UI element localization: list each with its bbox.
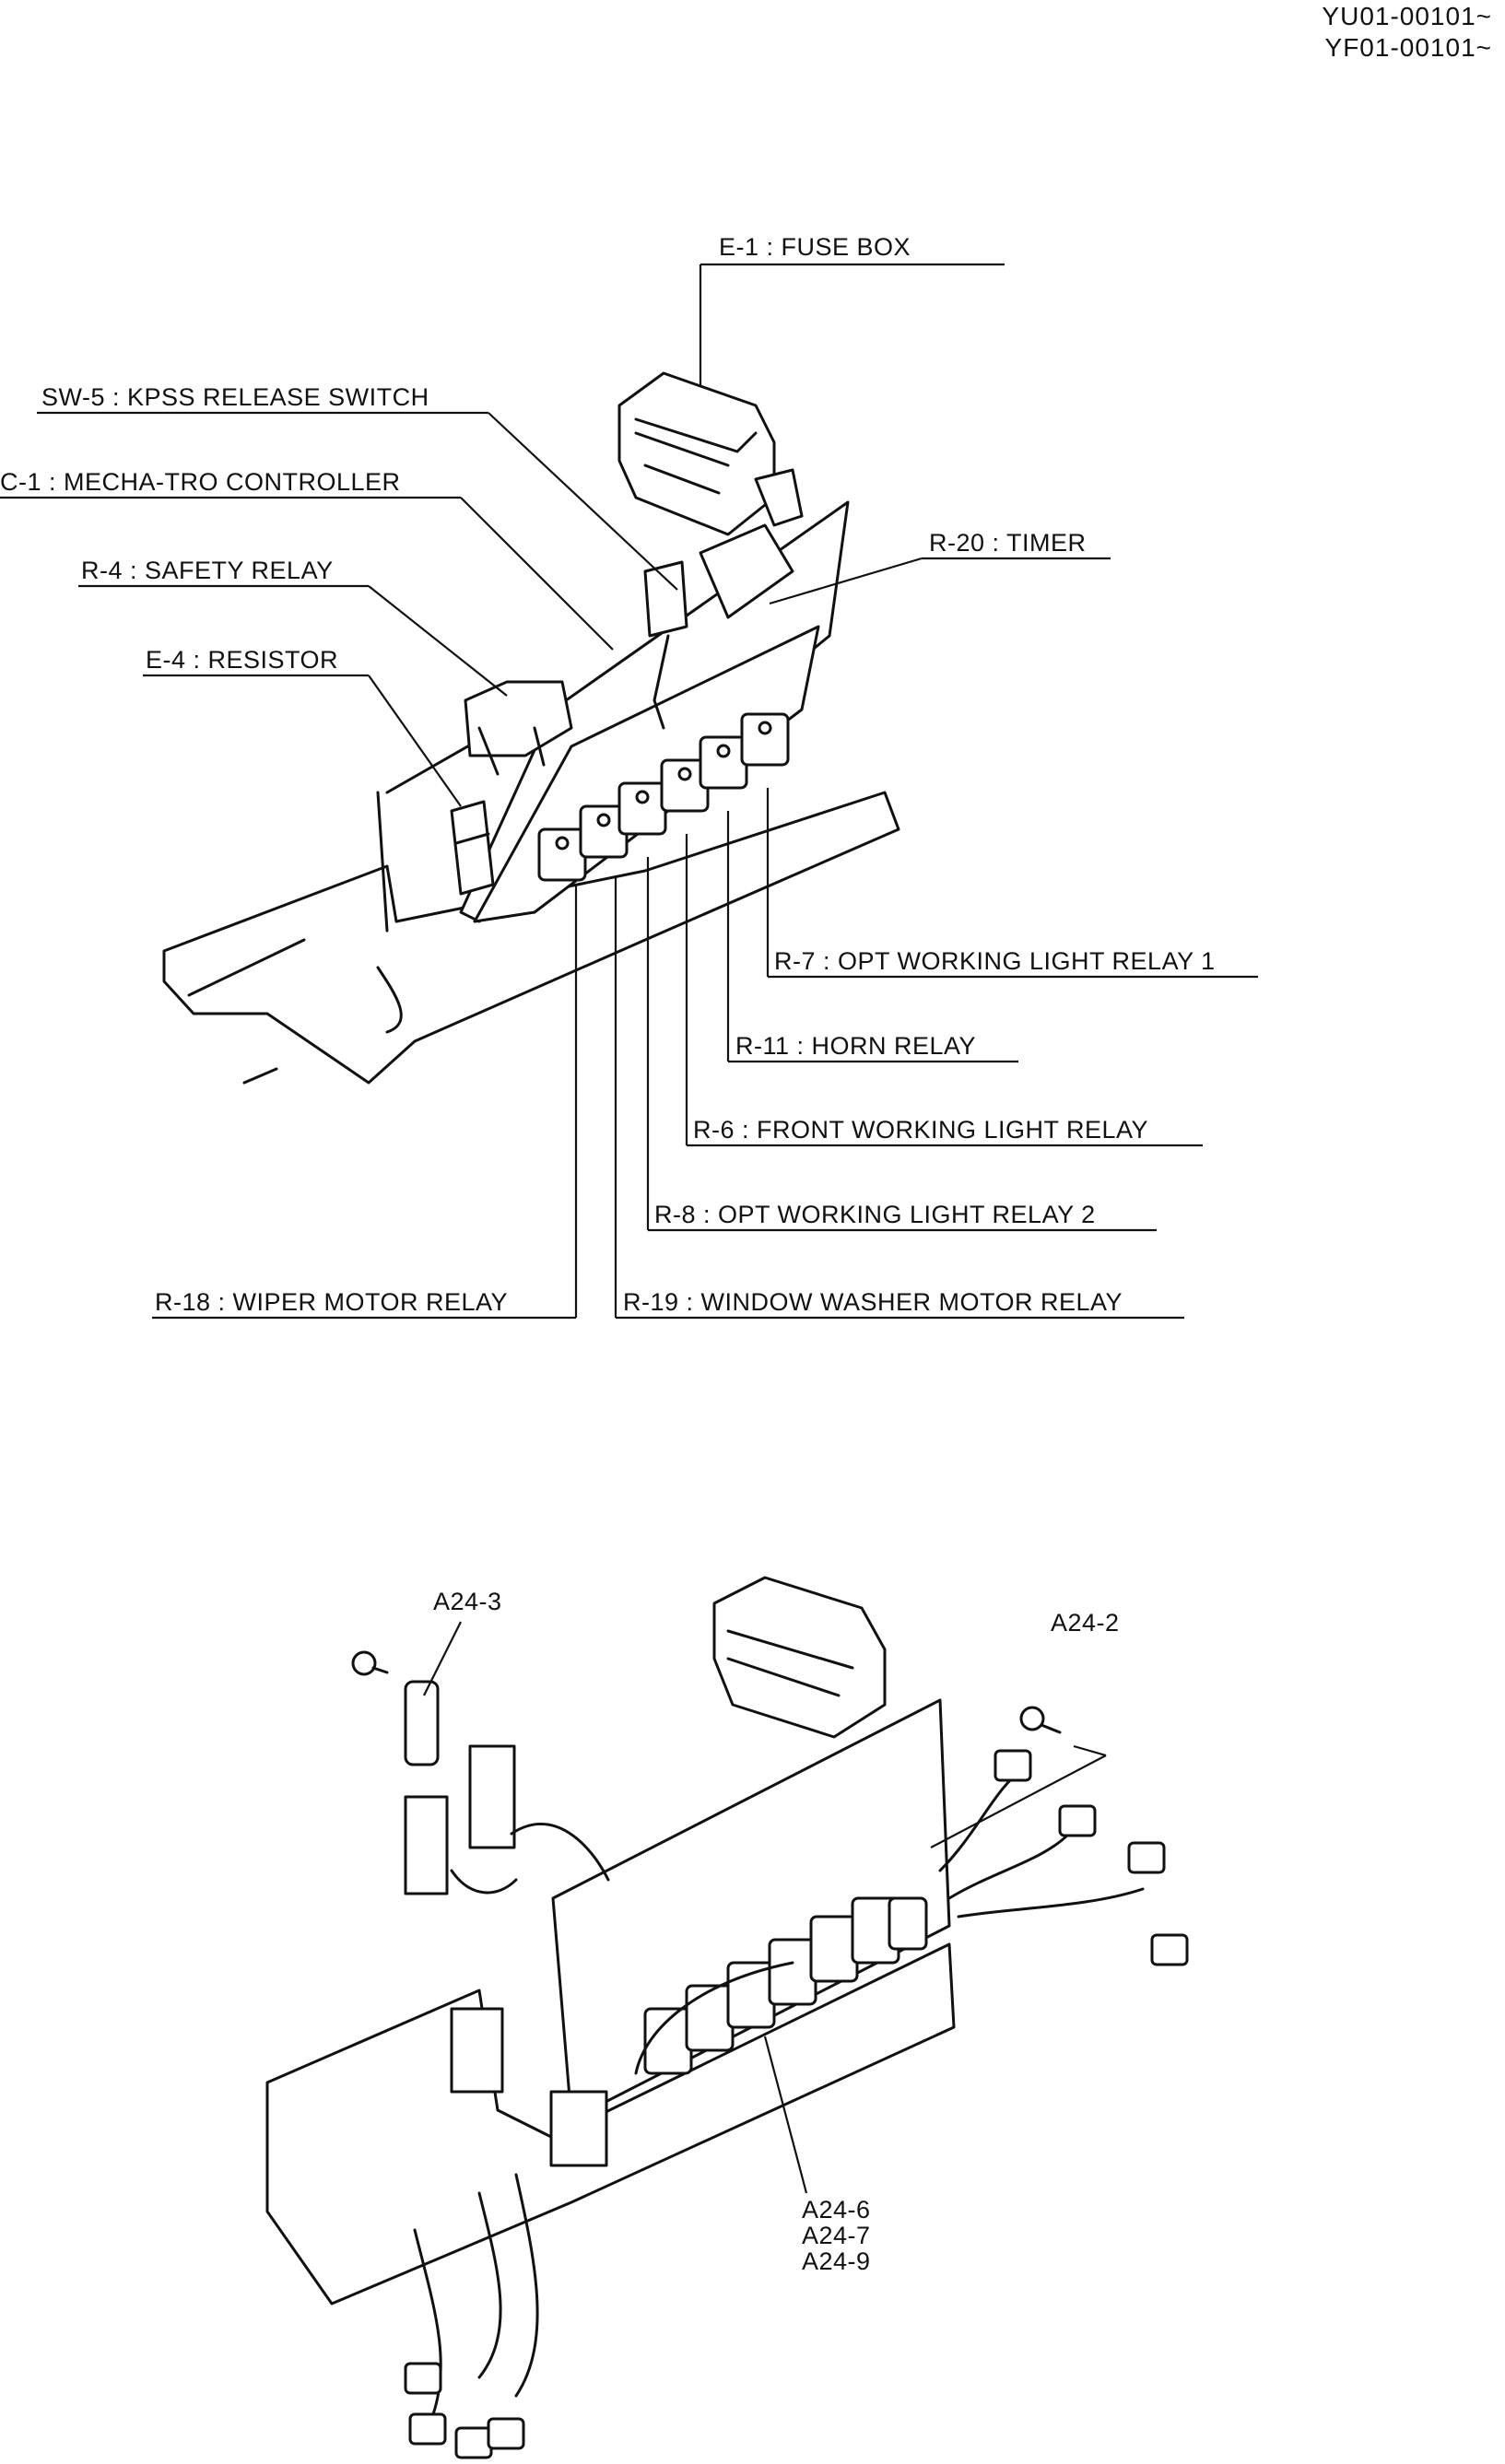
label-a24-2: A24-2: [1051, 1609, 1120, 1637]
bracket-part: [404, 1680, 440, 1766]
label-a24-9: A24-9: [802, 2247, 871, 2275]
component-block-2: [404, 1795, 449, 1895]
label-a24-3: A24-3: [433, 1588, 502, 1615]
lower-diagram-assembly: [265, 1576, 1189, 2459]
relay-row: [537, 712, 790, 882]
label-r4-safety-relay: R-4 : SAFETY RELAY: [81, 557, 334, 584]
fuse-box-component: [617, 371, 804, 536]
screw-a24-3: [351, 1650, 389, 1676]
label-sw5-kpss-release-switch: SW-5 : KPSS RELEASE SWITCH: [41, 383, 429, 411]
component-block-1: [468, 1744, 516, 1849]
label-r20-timer: R-20 : TIMER: [929, 529, 1087, 557]
safety-relay-component: [464, 680, 573, 776]
bracket-bottom: [549, 2090, 608, 2167]
label-a24-6: A24-6: [802, 2196, 871, 2223]
resistor-component: [450, 800, 495, 896]
label-r7-opt-working-light-relay-1: R-7 : OPT WORKING LIGHT RELAY 1: [774, 947, 1216, 975]
relay-row-lower: [643, 1896, 928, 2075]
label-r6-front-working-light-relay: R-6 : FRONT WORKING LIGHT RELAY: [693, 1116, 1149, 1144]
connectors-right: [994, 1749, 1189, 1966]
fuse-box-component-lower: [712, 1576, 887, 1739]
serial-number-yf01: YF01-00101~: [1324, 33, 1492, 62]
label-r11-horn-relay: R-11 : HORN RELAY: [735, 1032, 977, 1060]
label-e1-fuse-box: E-1 : FUSE BOX: [719, 233, 911, 261]
connectors-bottom: [404, 2362, 525, 2459]
label-c1-mecha-tro-controller: C-1 : MECHA-TRO CONTROLLER: [0, 468, 401, 496]
label-r18-wiper-motor-relay: R-18 : WIPER MOTOR RELAY: [155, 1288, 509, 1316]
lower-leader-lines: [423, 1621, 1107, 2194]
bracket-left: [450, 2007, 504, 2094]
wire-harness: [413, 1767, 1145, 2416]
label-r19-window-washer-motor-relay: R-19 : WINDOW WASHER MOTOR RELAY: [623, 1288, 1123, 1316]
label-r8-opt-working-light-relay-2: R-8 : OPT WORKING LIGHT RELAY 2: [654, 1201, 1096, 1228]
serial-number-yu01: YU01-00101~: [1322, 2, 1492, 30]
label-e4-resistor: E-4 : RESISTOR: [146, 646, 339, 674]
upper-diagram-assembly: [0, 263, 1258, 1320]
label-a24-7: A24-7: [802, 2222, 871, 2249]
screw-a24-2: [1019, 1706, 1062, 1734]
upper-leader-lines: [0, 263, 1258, 1320]
